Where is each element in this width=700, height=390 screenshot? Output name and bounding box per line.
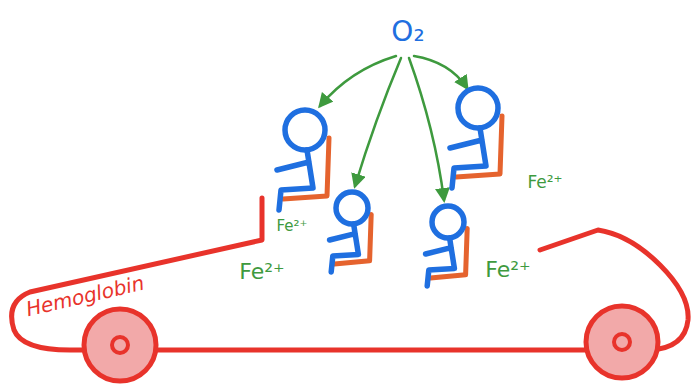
figure-head (458, 88, 498, 128)
stick-figure (450, 88, 498, 188)
stick-figure (277, 110, 325, 210)
wheel (586, 306, 658, 378)
figure-body (277, 150, 313, 210)
figure-body (426, 238, 455, 286)
ion-label: Fe²⁺ (527, 173, 562, 192)
figure-head (432, 206, 464, 238)
oxygen-arrow (414, 56, 467, 88)
oxygen-arrows (320, 56, 467, 200)
stick-figures (277, 88, 498, 286)
hub (112, 337, 128, 353)
oxygen-arrow (409, 58, 444, 200)
oxygen-arrow (355, 58, 401, 186)
figure-head (336, 192, 368, 224)
ion-label: Fe²⁺ (277, 218, 308, 235)
hub (614, 334, 630, 350)
molecule-label: O₂ (391, 17, 424, 48)
tyre (84, 309, 156, 381)
wheel (84, 309, 156, 381)
figure-body (450, 128, 486, 188)
ion-label: Fe²⁺ (239, 260, 284, 284)
figure-head (285, 110, 325, 150)
tyre (586, 306, 658, 378)
seats (283, 116, 502, 278)
stick-figure (426, 206, 464, 286)
stick-figure (330, 192, 368, 272)
figure-body (330, 224, 359, 272)
ion-label: Fe²⁺ (485, 258, 530, 282)
